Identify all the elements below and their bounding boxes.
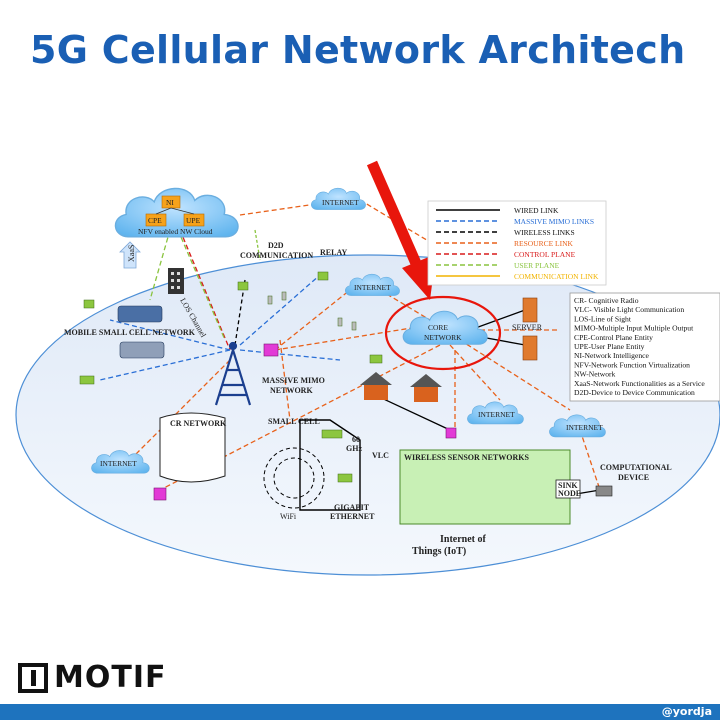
mobile-small-cell-label: MOBILE SMALL CELL NETWORK	[64, 328, 196, 337]
internet-cloud-lower-mid: INTERNET	[467, 401, 524, 425]
internet-cloud-mid: INTERNET	[344, 273, 400, 296]
internet-cloud-right: INTERNET	[549, 414, 606, 438]
internet-cloud-top: INTERNET	[310, 187, 366, 210]
cpe-box-label: CPE	[148, 216, 162, 225]
legend-label: MASSIVE MIMO LINKS	[514, 217, 594, 226]
legend-label: WIRELESS LINKS	[514, 228, 575, 237]
massive-mimo-label-2: NETWORK	[270, 386, 313, 395]
abbreviation-entry: NW-Network	[574, 370, 616, 379]
ghz-label-1: 60	[352, 435, 360, 444]
relay-label: RELAY	[320, 248, 347, 257]
red-pointer-arrow	[366, 160, 436, 300]
computational-label-2: DEVICE	[618, 473, 649, 482]
core-highlight-ring	[384, 295, 502, 371]
gigabit-label-2: ETHERNET	[330, 512, 375, 521]
core-label-1: CORE	[428, 323, 448, 332]
brand-logo: MOTIF	[18, 660, 166, 695]
abbreviation-entry: XaaS-Network Functionalities as a Servic…	[574, 379, 705, 388]
legend-label: USER PLANE	[514, 261, 560, 270]
legend-label: WIRED LINK	[514, 206, 559, 215]
cr-network	[159, 412, 226, 483]
abbreviation-entry: LOS-Line of Sight	[574, 314, 632, 323]
internet-cloud-left: INTERNET	[91, 450, 150, 474]
xaas-label: XaaS	[127, 245, 136, 262]
abbreviation-entry: VLC- Visible Light Communication	[574, 305, 684, 314]
gigabit-label-1: GIGABIT	[334, 503, 370, 512]
author-handle: @yordja	[661, 705, 712, 718]
core-network-cloud: CORE NETWORK	[402, 310, 488, 345]
sink-label-1: SINK	[558, 481, 578, 490]
iot-label-2: Things (IoT)	[412, 546, 466, 557]
d2d-label-2: COMMUNICATION	[240, 251, 313, 260]
wifi-label: WiFi	[280, 512, 297, 521]
internet-left-label: INTERNET	[100, 459, 137, 468]
legend-label: COMMUNICATION LINK	[514, 272, 599, 281]
cr-network-label: CR NETWORK	[170, 419, 227, 428]
nfv-cloud: NFV enabled NW Cloud NI CPE UPE	[114, 187, 239, 238]
massive-mimo-label-1: MASSIVE MIMO	[262, 376, 325, 385]
wsn-label: WIRELESS SENSOR NETWORKS	[404, 453, 529, 462]
abbreviation-entry: D2D-Device to Device Communication	[574, 388, 695, 397]
abbreviation-entry: NI-Network Intelligence	[574, 351, 649, 360]
relay-nodes	[153, 343, 457, 501]
internet-lower-mid-label: INTERNET	[478, 410, 515, 419]
small-cell-area	[263, 419, 361, 511]
footer-bar: @yordja	[0, 704, 720, 720]
internet-mid-label: INTERNET	[354, 283, 391, 292]
nfv-cloud-label: NFV enabled NW Cloud	[138, 227, 213, 236]
small-cell-label: SMALL CELL	[268, 417, 320, 426]
vlc-label: VLC	[372, 451, 389, 460]
page-title: 5G Cellular Network Architech	[30, 28, 686, 72]
iot-label-1: Internet of	[440, 534, 486, 545]
abbreviation-entry: MIMO-Multiple Input Multiple Output	[574, 324, 694, 333]
legend-label: CONTROL PLANE	[514, 250, 576, 259]
sink-label-2: NODE	[558, 489, 581, 498]
abbreviation-entry: CPE-Control Plane Entity	[574, 333, 653, 342]
legend: WIRED LINK MASSIVE MIMO LINKS WIRELESS LIN…	[427, 200, 607, 286]
xaas-arrow: XaaS	[119, 241, 141, 269]
house-icons	[360, 372, 442, 402]
legend-label: RESOURCE LINK	[514, 239, 574, 248]
server-icons	[522, 297, 538, 361]
laptop-icon	[595, 485, 613, 497]
bus-icons	[117, 305, 165, 359]
abbreviation-entry: UPE-User Plane Entity	[574, 342, 645, 351]
cell-tower-icon	[214, 341, 252, 406]
internet-top-label: INTERNET	[322, 198, 359, 207]
server-label: SERVER	[512, 323, 543, 332]
computational-label-1: COMPUTATIONAL	[600, 463, 672, 472]
upe-box-label: UPE	[186, 216, 201, 225]
wsn-box	[399, 449, 581, 525]
logo-mark	[18, 662, 48, 693]
mobile-devices	[79, 271, 383, 385]
network-diagram: NFV enabled NW Cloud NI CPE UPE XaaS LOS…	[15, 160, 720, 576]
ghz-label-2: GHz	[346, 444, 362, 453]
core-label-2: NETWORK	[424, 333, 462, 342]
internet-right-label: INTERNET	[566, 423, 603, 432]
ni-box-label: NI	[166, 198, 174, 207]
brand-name: MOTIF	[54, 660, 167, 695]
abbreviation-entry: CR- Cognitive Radio	[574, 296, 639, 305]
building-icon	[168, 268, 184, 294]
abbreviation-entry: NFV-Network Function Virtualization	[574, 360, 690, 369]
d2d-label-1: D2D	[268, 241, 284, 250]
